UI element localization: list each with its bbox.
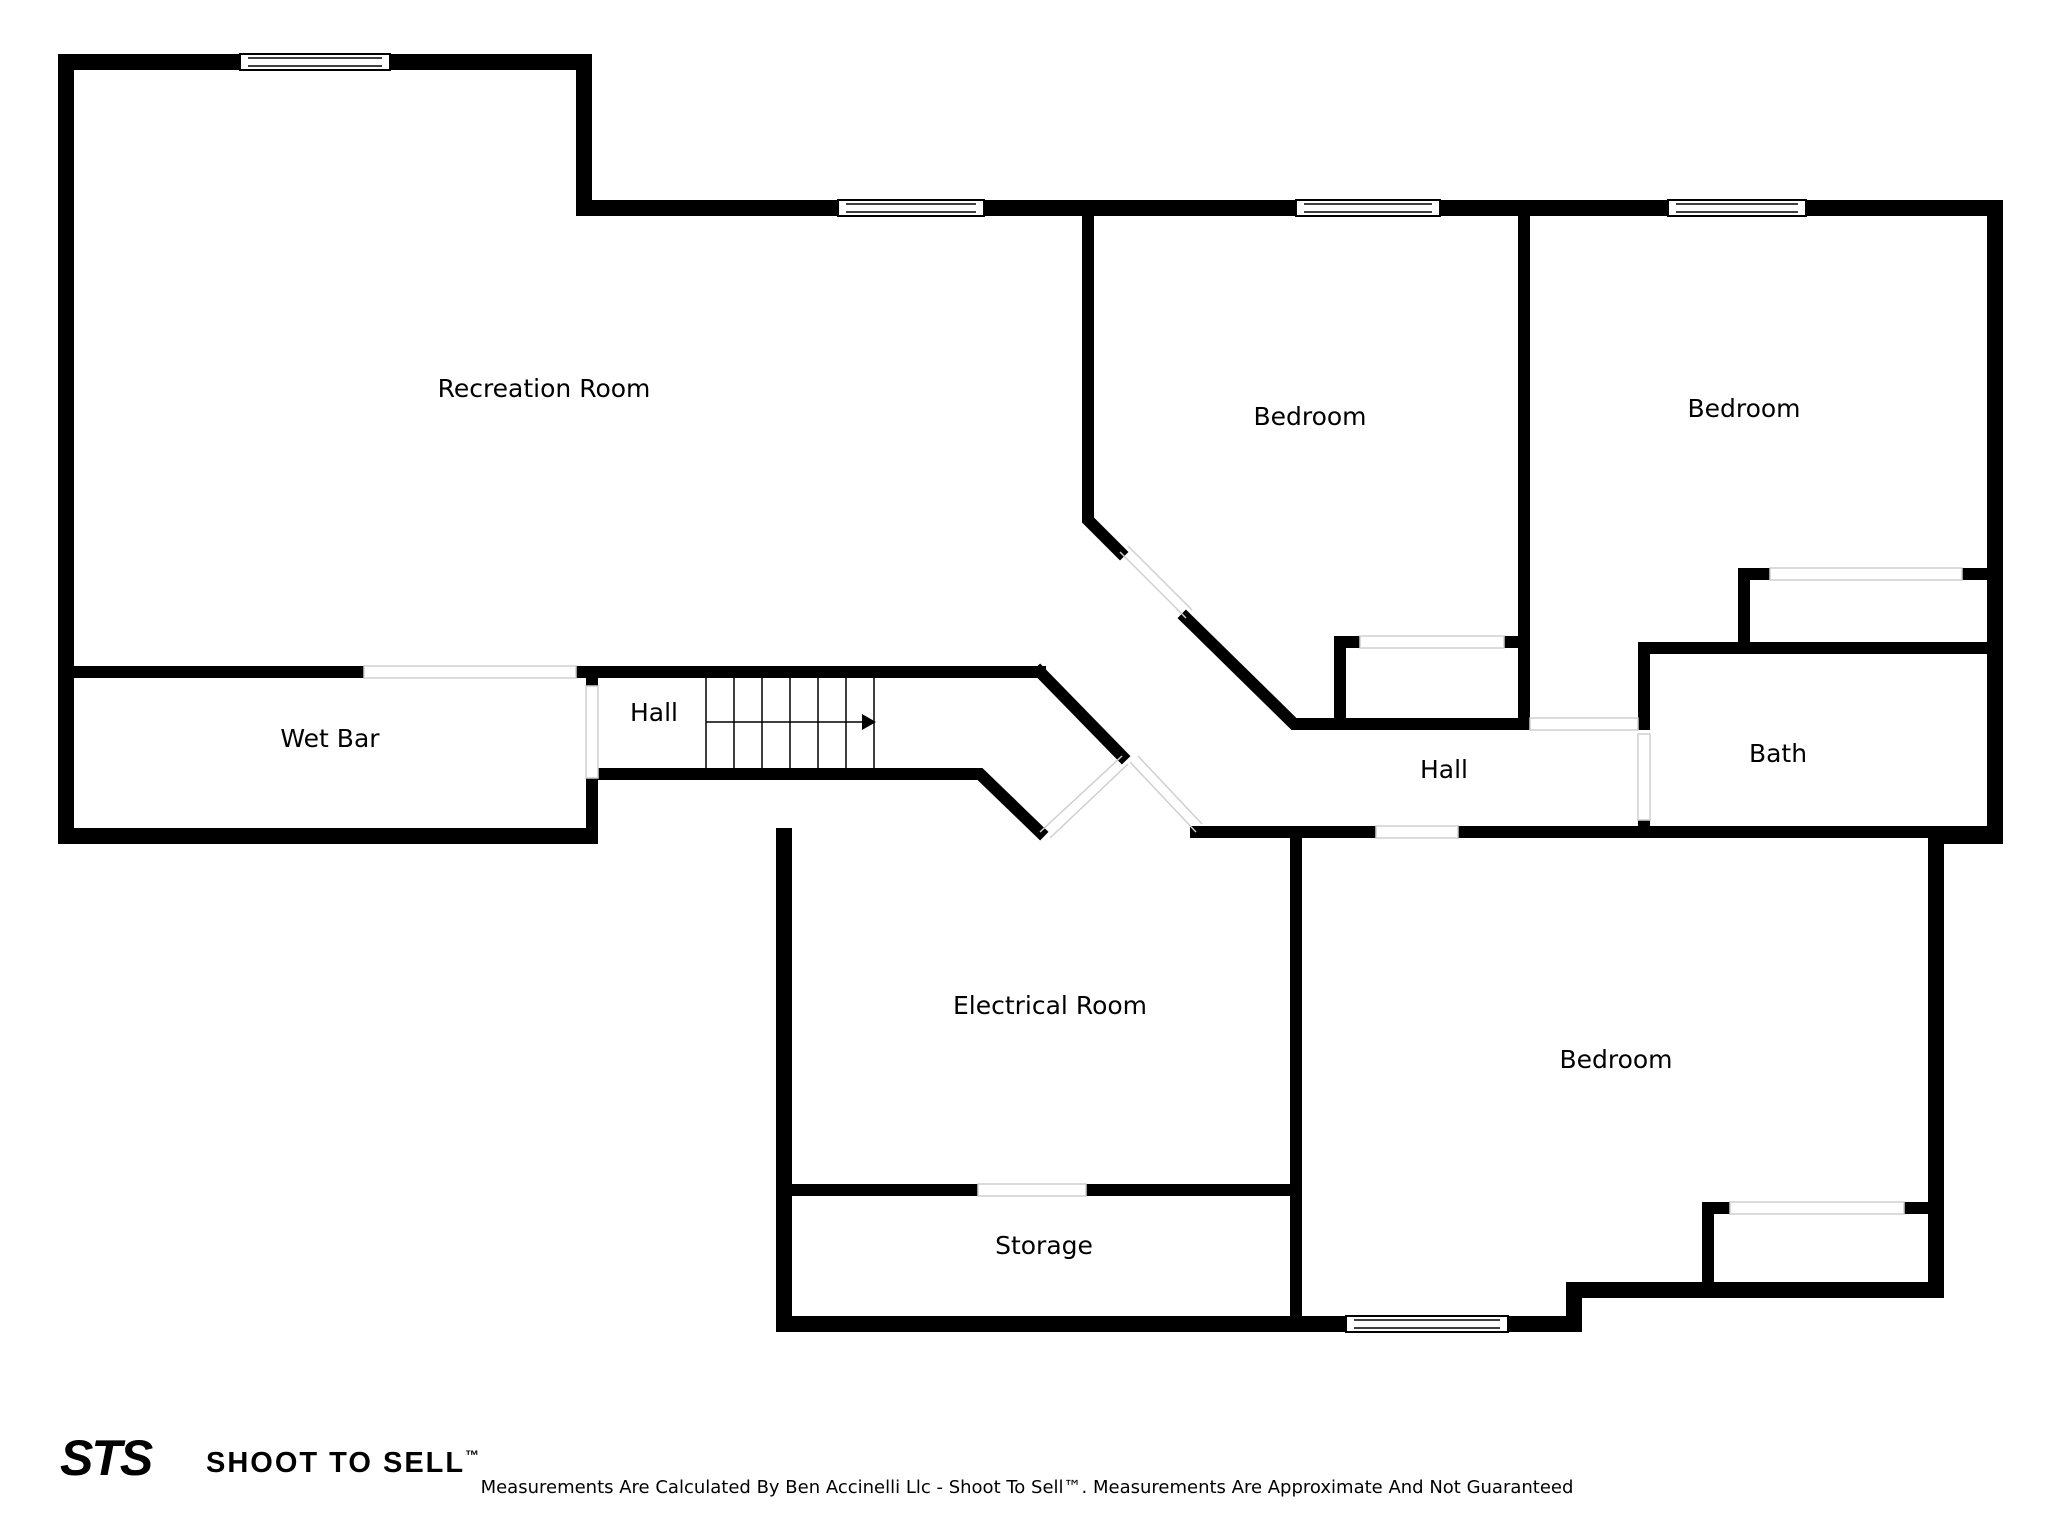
room-label-bedroom-bottom: Bedroom xyxy=(1559,1045,1672,1074)
room-label-bath: Bath xyxy=(1749,739,1807,768)
brand-trademark: ™ xyxy=(465,1447,481,1463)
window-bedroom-right xyxy=(1667,199,1807,217)
windows xyxy=(239,53,1807,1333)
room-label-hall-center: Hall xyxy=(1420,755,1468,784)
room-label-recreation: Recreation Room xyxy=(438,374,651,403)
brand-mark: STS xyxy=(60,1430,153,1486)
stair-arrow-icon xyxy=(862,714,876,730)
room-label-bedroom-center: Bedroom xyxy=(1253,402,1366,431)
staircase xyxy=(705,678,876,768)
room-label-bedroom-right: Bedroom xyxy=(1687,394,1800,423)
brand-logo: STS SHOOT TO SELL™ xyxy=(60,1430,481,1486)
window-bedroom-bottom xyxy=(1345,1315,1509,1333)
room-labels: Recreation Room Bedroom Bedroom Wet Bar … xyxy=(280,374,1807,1260)
exterior-walls xyxy=(58,54,2003,1332)
door-openings xyxy=(363,545,1963,1215)
room-label-wet-bar: Wet Bar xyxy=(280,724,380,753)
window-bedroom-center xyxy=(1295,199,1441,217)
measurements-disclaimer: Measurements Are Calculated By Ben Accin… xyxy=(481,1477,1574,1498)
room-label-electrical: Electrical Room xyxy=(953,991,1147,1020)
window-recreation-top xyxy=(239,53,391,71)
room-label-hall-left: Hall xyxy=(630,698,678,727)
window-recreation-mid xyxy=(837,199,985,217)
interior-walls xyxy=(66,208,1996,1324)
brand-name: SHOOT TO SELL™ xyxy=(206,1447,481,1479)
room-label-storage: Storage xyxy=(995,1231,1093,1260)
